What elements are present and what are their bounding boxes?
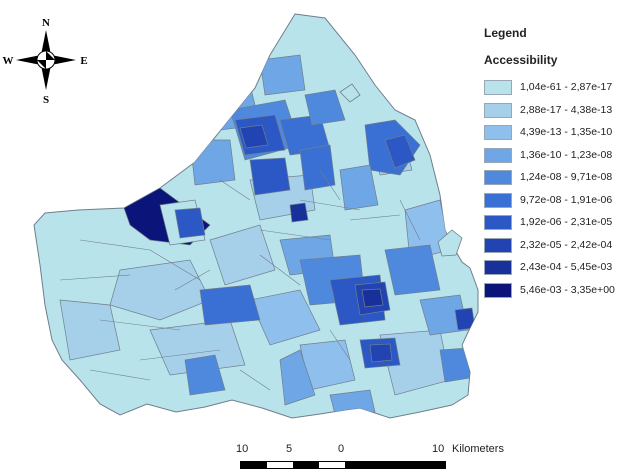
island bbox=[437, 229, 463, 257]
compass-needle-east-icon bbox=[51, 55, 76, 65]
municipality bbox=[289, 202, 309, 223]
municipality bbox=[439, 347, 471, 383]
legend-swatch bbox=[484, 147, 512, 163]
municipality bbox=[59, 299, 121, 361]
compass-quadrant bbox=[46, 51, 55, 60]
legend-label: 2,43e-04 - 5,45e-03 bbox=[520, 261, 613, 273]
compass-rose: N S E W bbox=[3, 17, 88, 106]
compass-north-label: N bbox=[42, 17, 50, 29]
municipality bbox=[249, 157, 291, 196]
legend-label: 9,72e-08 - 1,91e-06 bbox=[520, 193, 613, 206]
scale-segment bbox=[267, 462, 293, 468]
compass-quadrant bbox=[37, 60, 46, 69]
municipality bbox=[384, 134, 416, 169]
municipality bbox=[189, 139, 236, 186]
scale-label: 10 bbox=[236, 443, 249, 455]
municipality bbox=[249, 289, 321, 346]
municipality bbox=[109, 259, 211, 321]
municipality bbox=[149, 319, 246, 376]
legend-label: 1,24e-08 - 9,71e-08 bbox=[520, 171, 613, 183]
scale-labels: 10 5 0 10 Kilometers bbox=[0, 443, 630, 459]
scale-segment bbox=[241, 462, 267, 468]
municipality bbox=[209, 224, 276, 286]
municipality bbox=[199, 284, 261, 326]
scale-segment bbox=[293, 462, 319, 468]
municipality bbox=[329, 389, 376, 415]
municipal-boundaries bbox=[59, 169, 421, 391]
municipality bbox=[184, 354, 226, 396]
municipality bbox=[299, 144, 336, 191]
legend-swatch bbox=[484, 260, 512, 275]
compass-east-label: E bbox=[80, 55, 87, 67]
municipality bbox=[419, 294, 469, 336]
legend-label: 2,88e-17 - 4,38e-13 bbox=[520, 103, 613, 116]
scale-label: 10 bbox=[432, 443, 445, 455]
scale-segment bbox=[319, 462, 345, 468]
compass-needle-north-icon bbox=[41, 30, 51, 55]
municipality bbox=[361, 288, 384, 308]
municipality bbox=[279, 349, 316, 406]
legend-swatch bbox=[484, 192, 512, 208]
legend-label: 1,36e-10 - 1,23e-08 bbox=[520, 148, 613, 161]
compass-west-label: W bbox=[3, 55, 14, 67]
legend-swatch bbox=[484, 215, 512, 230]
scale-label: 0 bbox=[338, 443, 345, 455]
legend-swatch bbox=[484, 125, 512, 140]
legend-label: 2,32e-05 - 2,42e-04 bbox=[520, 238, 613, 251]
municipality bbox=[369, 343, 393, 363]
legend-title: Legend bbox=[484, 26, 527, 40]
scale-segment bbox=[345, 462, 445, 468]
municipality bbox=[339, 164, 379, 211]
legend-label: 4,39e-13 - 1,35e-10 bbox=[520, 126, 613, 138]
region-map bbox=[33, 13, 479, 419]
municipality bbox=[454, 307, 476, 331]
legend-swatch bbox=[484, 102, 512, 118]
compass-south-label: S bbox=[43, 94, 49, 106]
municipality bbox=[384, 244, 441, 296]
municipality bbox=[239, 124, 269, 149]
municipality bbox=[259, 54, 306, 96]
scale-unit: Kilometers bbox=[452, 443, 504, 455]
legend-swatch bbox=[484, 80, 512, 95]
scale-label: 5 bbox=[286, 443, 293, 455]
legend-label: 1,04e-61 - 2,87e-17 bbox=[520, 81, 613, 93]
legend-label: 5,46e-03 - 3,35e+00 bbox=[520, 283, 615, 296]
compass-needle-south-icon bbox=[41, 65, 51, 90]
municipality bbox=[174, 207, 206, 239]
island bbox=[339, 83, 361, 103]
legend-swatch bbox=[484, 170, 512, 185]
legend-label: 1,92e-06 - 2,31e-05 bbox=[520, 216, 613, 228]
legend-swatch bbox=[484, 282, 512, 298]
legend-swatch bbox=[484, 237, 512, 253]
municipality bbox=[304, 89, 346, 126]
compass-needle-west-icon bbox=[16, 55, 41, 65]
scale-bar bbox=[240, 461, 446, 469]
legend-subtitle: Accessibility bbox=[484, 53, 558, 67]
